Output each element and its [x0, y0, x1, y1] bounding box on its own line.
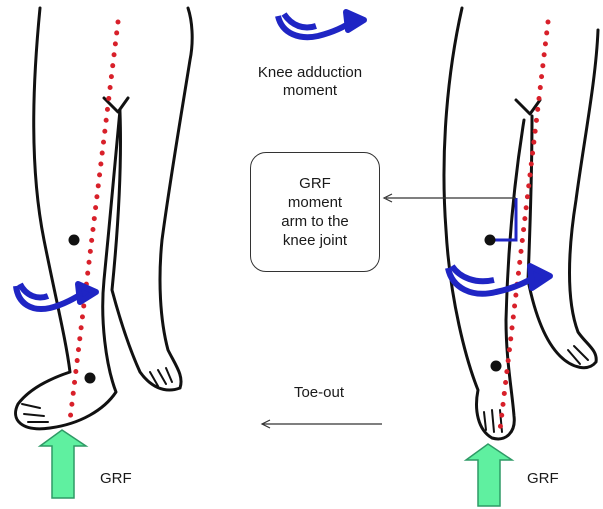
right-legs-figure	[444, 8, 598, 439]
right-crotch	[516, 100, 540, 114]
left-knee-joint-dot	[69, 235, 80, 246]
right-back-leg-outline	[528, 30, 598, 368]
right-grf-arrow	[466, 444, 512, 506]
right-back-toes	[568, 346, 588, 364]
moment-arm-callout-text: GRF moment arm to the knee joint	[281, 174, 349, 250]
right-knee-joint-dot	[485, 235, 496, 246]
left-grf-arrow	[40, 430, 86, 498]
right-load-line	[500, 22, 548, 430]
right-toes	[484, 410, 502, 432]
left-ankle-joint-dot	[85, 373, 96, 384]
left-back-toes	[150, 368, 172, 386]
left-back-leg-outline	[112, 8, 192, 390]
toe-out-arrow	[262, 420, 382, 428]
right-adduction-moment-arrow	[448, 266, 550, 294]
left-toes	[22, 404, 48, 422]
moment-arm-callout-box: GRF moment arm to the knee joint	[250, 152, 380, 272]
left-legs-figure	[16, 8, 193, 429]
toe-out-label: Toe-out	[284, 384, 354, 402]
left-leg-outline	[16, 8, 120, 429]
knee-adduction-moment-label: Knee adduction moment	[236, 64, 384, 100]
grf-left-label: GRF	[100, 470, 140, 488]
top-adduction-moment-arrow	[278, 12, 364, 37]
right-leg-outline	[444, 8, 524, 439]
grf-right-label: GRF	[527, 470, 567, 488]
right-ankle-joint-dot	[491, 361, 502, 372]
moment-arm-pointer	[384, 194, 516, 202]
